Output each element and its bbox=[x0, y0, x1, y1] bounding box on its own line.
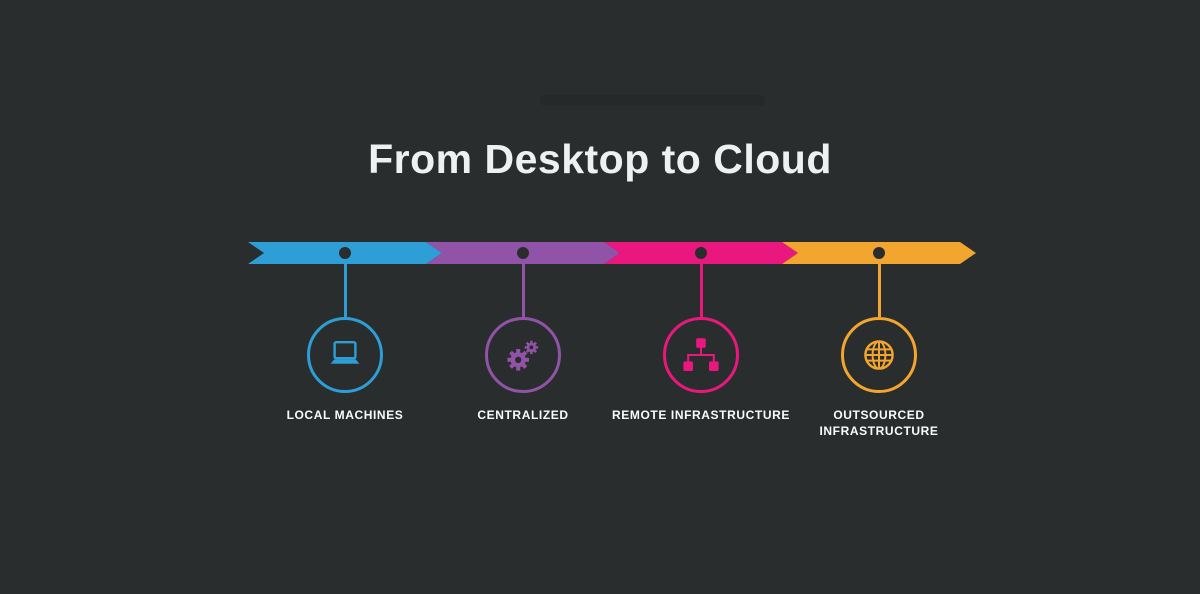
step-icon-circle bbox=[841, 317, 917, 393]
timeline-dot bbox=[695, 247, 707, 259]
step-connector-line bbox=[521, 264, 525, 317]
step-icon-circle bbox=[485, 317, 561, 393]
step-label: LOCAL MACHINES bbox=[286, 408, 404, 422]
step-connector-line bbox=[699, 264, 703, 317]
timeline-dot bbox=[517, 247, 529, 259]
step-local-machines: LOCAL MACHINES bbox=[255, 264, 435, 423]
step-connector-line bbox=[877, 264, 881, 317]
step-icon-circle bbox=[663, 317, 739, 393]
step-centralized: CENTRALIZED bbox=[433, 264, 613, 423]
timeline bbox=[248, 242, 976, 264]
step-remote-infrastructure: REMOTE INFRASTRUCTURE bbox=[611, 264, 791, 423]
step-label: CENTRALIZED bbox=[477, 408, 569, 422]
network-icon bbox=[683, 338, 719, 371]
step-label: OUTSOURCED INFRASTRUCTURE bbox=[819, 408, 939, 439]
gears-icon bbox=[507, 340, 539, 371]
page-title: From Desktop to Cloud bbox=[368, 136, 832, 182]
step-label: REMOTE INFRASTRUCTURE bbox=[612, 408, 790, 422]
laptop-icon bbox=[330, 341, 360, 364]
step-outsourced-infrastructure: OUTSOURCED INFRASTRUCTURE bbox=[789, 264, 969, 439]
timeline-dot bbox=[873, 247, 885, 259]
globe-icon bbox=[864, 340, 894, 370]
step-icon-circle bbox=[307, 317, 383, 393]
step-connector-line bbox=[343, 264, 347, 317]
background-smudge bbox=[540, 95, 765, 106]
timeline-dot bbox=[339, 247, 351, 259]
